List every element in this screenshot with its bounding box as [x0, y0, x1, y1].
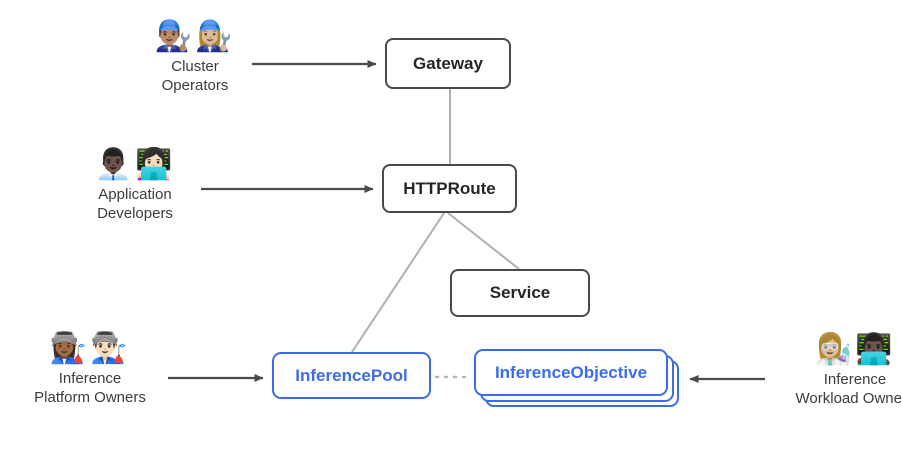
persona-label-line2: Developers	[97, 205, 173, 222]
persona-inference-platform-owners: 👩🏾‍🏭👨🏻‍🏭 Inference Platform Owners	[0, 332, 185, 407]
node-service-label: Service	[489, 283, 551, 302]
persona-label-line2: Workload Owners	[795, 390, 902, 407]
persona-application-developers-label: Application Developers	[97, 185, 173, 223]
persona-label-line1: Application	[98, 186, 172, 203]
node-inferencepool-label: InferencePool	[295, 365, 408, 385]
node-gateway[interactable]: Gateway	[385, 38, 511, 89]
edge-httproute-inferencepool	[351, 212, 445, 353]
persona-label-line1: Cluster	[171, 58, 219, 75]
inference-platform-owners-icon: 👩🏾‍🏭👨🏻‍🏭	[49, 331, 131, 366]
persona-cluster-operators-label: Cluster Operators	[162, 57, 229, 95]
persona-inference-workload-owners-label: Inference Workload Owners	[796, 370, 902, 408]
persona-label-line2: Operators	[161, 77, 229, 94]
node-gateway-label: Gateway	[413, 53, 483, 73]
node-inferenceobjective[interactable]: InferenceObjective	[474, 349, 668, 396]
persona-inference-workload-owners: 👩🏼‍🔬👨🏿‍💻 Inference Workload Owners	[760, 333, 902, 408]
node-inferenceobjective-stack[interactable]: InferenceObjective	[474, 349, 680, 408]
node-inferenceobjective-label: InferenceObjective	[494, 362, 648, 382]
application-developers-icon: 👨🏿‍💼👩🏻‍💻	[94, 147, 176, 182]
cluster-operators-icon: 👨🏽‍🔧👩🏼‍🔧	[154, 19, 236, 54]
node-httproute-label: HTTPRoute	[403, 178, 496, 198]
node-service[interactable]: Service	[450, 269, 590, 317]
persona-application-developers: 👨🏿‍💼👩🏻‍💻 Application Developers	[40, 148, 230, 223]
persona-label-line1: Inference	[823, 371, 887, 388]
persona-label-line2: Platform Owners	[34, 389, 146, 406]
persona-label-line1: Inference	[58, 370, 122, 387]
edge-httproute-service	[447, 212, 520, 270]
persona-inference-platform-owners-label: Inference Platform Owners	[34, 369, 146, 407]
persona-cluster-operators: 👨🏽‍🔧👩🏼‍🔧 Cluster Operators	[100, 20, 290, 95]
node-inferencepool[interactable]: InferencePool	[272, 352, 431, 399]
node-httproute[interactable]: HTTPRoute	[382, 164, 517, 213]
inference-workload-owners-icon: 👩🏼‍🔬👨🏿‍💻	[814, 332, 896, 367]
